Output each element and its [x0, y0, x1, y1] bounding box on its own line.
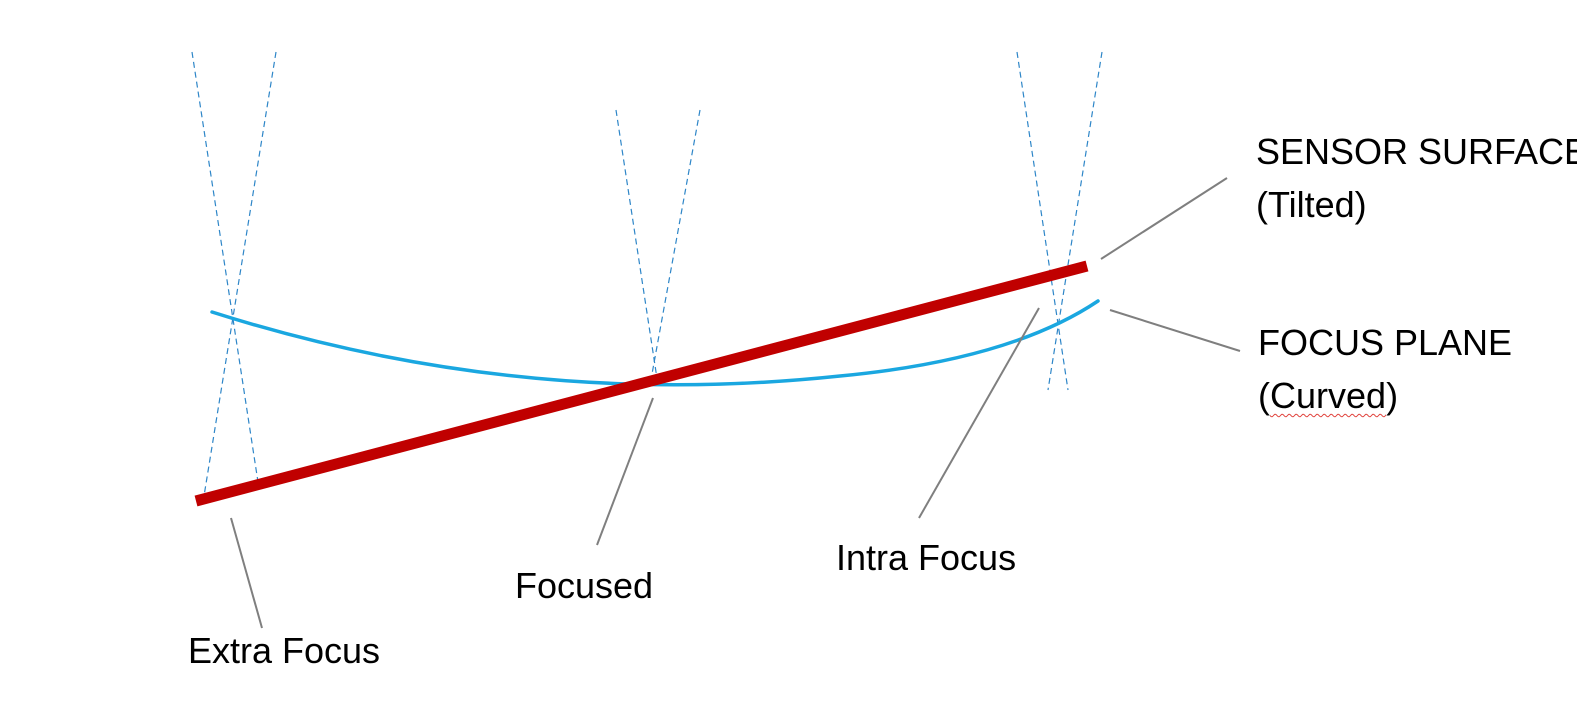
sensor-surface-line [194, 260, 1089, 507]
leader-lines [230, 177, 1241, 629]
leader-line-sensor-surface [1100, 177, 1228, 260]
focus-plane-label-line1: FOCUS PLANE [1258, 322, 1513, 363]
leader-line-focused [596, 397, 654, 546]
focus-plane-label-word: Curved [1270, 375, 1387, 416]
intra-focus-label: Intra Focus [836, 537, 1017, 578]
leader-line-focus-plane [1109, 309, 1241, 352]
focused-label: Focused [515, 565, 654, 606]
leader-line-intra-focus [918, 307, 1040, 519]
light-cone-focused [615, 109, 701, 386]
sensor-surface-label: SENSOR SURFACE (Tilted) [1256, 125, 1577, 231]
focus-plane-label-open-paren: ( [1258, 375, 1270, 416]
leader-line-extra-focus [230, 517, 263, 629]
focus-plane-label: FOCUS PLANE (Curved) [1258, 316, 1512, 422]
extra-focus-label: Extra Focus [188, 630, 381, 671]
sensor-surface-label-line1: SENSOR SURFACE [1256, 131, 1577, 172]
focus-plane-curve [210, 299, 1100, 387]
sensor-surface-label-line2: (Tilted) [1256, 184, 1367, 225]
light-cone-extra-focus [191, 51, 277, 497]
light-cone-intra-focus [1016, 51, 1103, 391]
focus-plane-label-line2: (Curved) [1258, 369, 1512, 422]
focus-plane-label-close-paren: ) [1386, 375, 1399, 416]
